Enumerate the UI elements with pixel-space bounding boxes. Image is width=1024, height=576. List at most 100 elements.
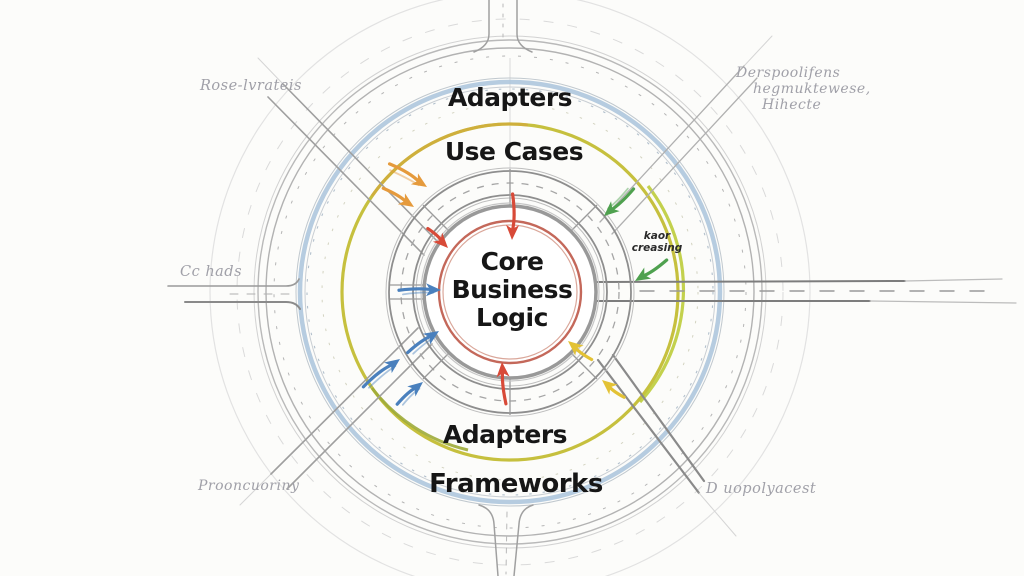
road-edge-fade bbox=[698, 492, 737, 537]
road-edge bbox=[267, 96, 425, 256]
spoke-upper-left bbox=[422, 204, 449, 231]
annotation-left: Cc hads bbox=[180, 264, 242, 280]
spoke-lower-left bbox=[422, 353, 449, 380]
green-arrow-upper-right bbox=[604, 187, 636, 216]
road-edge bbox=[478, 504, 499, 576]
ring-stroke bbox=[257, 39, 763, 545]
arrow-head bbox=[397, 193, 414, 207]
green-arrow-right bbox=[635, 258, 669, 281]
road-edge bbox=[167, 278, 300, 287]
road-diagonal-top-right bbox=[599, 35, 773, 235]
road-edge-fade bbox=[257, 57, 284, 85]
ring-stroke bbox=[297, 79, 723, 505]
arrow-head bbox=[407, 382, 423, 397]
spoke-lower-right bbox=[571, 353, 598, 380]
arrow-head bbox=[568, 341, 584, 356]
arrow-head bbox=[496, 362, 510, 378]
road-centerline bbox=[505, 511, 508, 575]
core-circle bbox=[420, 202, 600, 382]
core-outline bbox=[422, 204, 598, 380]
arrow-head bbox=[602, 380, 618, 395]
yellow-arrow-2 bbox=[602, 380, 626, 399]
annotation-top-right-line3: Hihecte bbox=[761, 97, 821, 113]
label-core-line3: Logic bbox=[476, 303, 548, 332]
road-edge bbox=[473, 0, 490, 53]
core-red-ring-echo bbox=[442, 224, 578, 360]
arrow-head bbox=[604, 201, 620, 216]
orange-arrow-2 bbox=[381, 186, 414, 207]
blue-arrow-lower-left-2 bbox=[361, 359, 400, 389]
spokes bbox=[390, 169, 598, 415]
label-frameworks: Frameworks bbox=[429, 469, 603, 499]
road-left bbox=[167, 278, 301, 310]
ring-stroke-olive bbox=[370, 387, 469, 452]
label-core-line2: Business bbox=[452, 275, 573, 304]
road-edge bbox=[611, 353, 706, 483]
outer-gray-ring bbox=[253, 35, 767, 549]
ring-stroke bbox=[253, 35, 767, 549]
road-bottom bbox=[478, 504, 534, 576]
arrow-shaft bbox=[609, 187, 636, 212]
arrow-shaft bbox=[387, 162, 422, 184]
road-top bbox=[473, 0, 533, 53]
arrow-head bbox=[425, 283, 441, 297]
ring-stroke-yellow-green bbox=[638, 185, 686, 404]
arrows bbox=[361, 162, 669, 406]
arrow-shaft bbox=[397, 287, 434, 292]
road-edge bbox=[599, 65, 745, 223]
road-edge-fade bbox=[904, 278, 1003, 282]
red-arrow-top bbox=[506, 192, 520, 240]
annotation-top-right-line1: Derspoolifens bbox=[735, 65, 840, 81]
faint-outer-circle bbox=[209, 0, 811, 576]
ring-stroke bbox=[295, 77, 725, 507]
road-edge bbox=[596, 358, 701, 495]
road-edge bbox=[184, 301, 301, 310]
label-adapters-top: Adapters bbox=[448, 83, 572, 112]
blue-arrow-left bbox=[397, 283, 441, 297]
arrow-head bbox=[432, 232, 448, 248]
road-edge bbox=[516, 0, 533, 53]
ring-stroke bbox=[304, 86, 716, 498]
orange-arrow-1 bbox=[387, 162, 427, 187]
annotation-center-right-line1: kaor bbox=[644, 230, 671, 242]
road-edge bbox=[513, 504, 534, 576]
label-use-cases: Use Cases bbox=[445, 137, 583, 166]
arrow-head bbox=[384, 359, 400, 374]
road-diagonal-bottom-right bbox=[596, 353, 737, 537]
label-core-line1: Core bbox=[481, 247, 544, 276]
blue-arrow-lower-left-3 bbox=[395, 382, 423, 406]
arrow-shaft bbox=[510, 192, 516, 233]
yellow-arrow-1 bbox=[568, 341, 594, 362]
annotation-bottom-left: Prooncuoriny bbox=[197, 478, 300, 494]
ring-tick-marks bbox=[306, 88, 714, 496]
annotation-bottom-right: D uopolyacest bbox=[705, 481, 816, 497]
road-diagonal-bottom-left bbox=[239, 327, 433, 506]
annotation-center-right-line2: creasing bbox=[632, 242, 683, 254]
arrow-head bbox=[506, 224, 520, 240]
yellow-ring bbox=[340, 122, 686, 462]
road-edge-fade bbox=[743, 35, 773, 67]
annotation-top-left: Rose-lvrateis bbox=[199, 78, 302, 94]
ring-stroke bbox=[265, 47, 755, 537]
red-arrow-upper-left bbox=[426, 226, 448, 248]
ring-labels: Adapters Use Cases Core Business Logic A… bbox=[429, 83, 603, 499]
arrow-shaft bbox=[641, 258, 669, 278]
road-edge-fade bbox=[869, 300, 1017, 304]
faint-dashed-circle bbox=[236, 18, 784, 566]
blue-ring bbox=[295, 77, 725, 507]
red-arrow-bottom bbox=[496, 362, 510, 406]
arrow-head bbox=[635, 267, 652, 281]
annotation-top-right-line2: hegmuktewese, bbox=[753, 81, 871, 97]
blue-arrow-lower-left-1 bbox=[406, 331, 439, 355]
core-red-ring bbox=[437, 219, 583, 365]
ring-tick-marks bbox=[273, 55, 747, 529]
arrow-head bbox=[410, 173, 427, 187]
road-edge bbox=[270, 327, 419, 475]
ring-stroke-gold bbox=[370, 122, 529, 197]
arrow-head bbox=[422, 331, 439, 345]
arrow-shaft bbox=[361, 362, 395, 389]
ring-tick-marks bbox=[321, 103, 699, 481]
spoke-upper-right bbox=[571, 204, 598, 231]
